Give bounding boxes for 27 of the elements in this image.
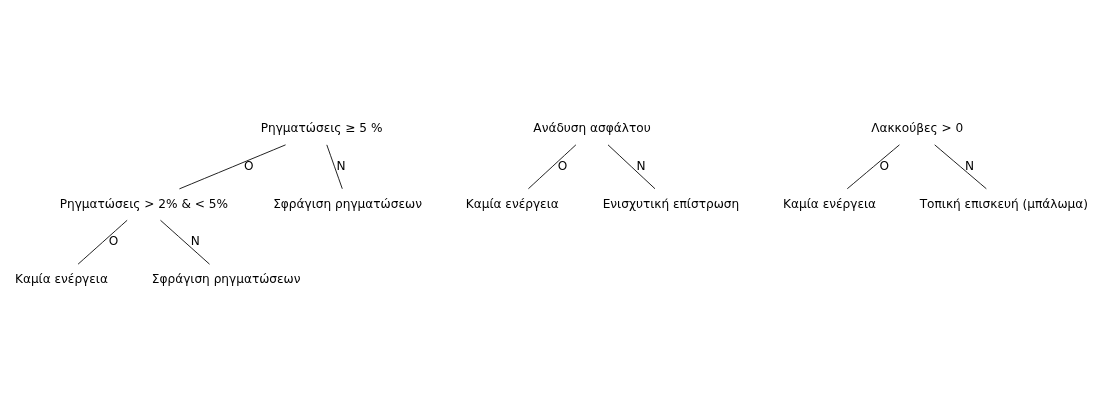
connector: [77, 219, 128, 265]
connector: [326, 144, 343, 190]
node-text: Ανάδυση ασφάλτου: [533, 121, 651, 136]
node-text: Σφράγιση ρηγματώσεων: [273, 196, 422, 211]
node-text: Καμία ενέργεια: [465, 196, 559, 211]
node-text: Καμία ενέργεια: [783, 196, 877, 211]
edge-label: Ν: [190, 234, 200, 249]
edge-label: Ο: [243, 158, 254, 173]
connector: [527, 144, 577, 190]
node-text: Ρηγματώσεις ≥ 5 %: [260, 121, 383, 136]
node-text: Τοπική επισκευή (μπάλωμα): [919, 196, 1088, 211]
node-text: Λακκούβες > 0: [871, 121, 964, 136]
connector: [846, 144, 900, 190]
node-text: Ενισχυτική επίστρωση: [602, 196, 740, 211]
edge-label: Ο: [557, 158, 568, 173]
node-text: Σφράγιση ρηγματώσεων: [151, 272, 301, 287]
connector: [160, 219, 210, 265]
edge-label: Ν: [636, 158, 646, 173]
connector: [934, 144, 987, 190]
connector: [607, 144, 656, 190]
connector: [178, 144, 286, 190]
node-text: Καμία ενέργεια: [14, 272, 108, 287]
edge-label: Ν: [965, 158, 975, 173]
node-text: Ρηγματώσεις > 2% & < 5%: [59, 196, 228, 211]
edge-label: Ο: [108, 234, 119, 249]
edge-label: Ο: [879, 158, 889, 173]
edge-label: Ν: [336, 158, 346, 173]
